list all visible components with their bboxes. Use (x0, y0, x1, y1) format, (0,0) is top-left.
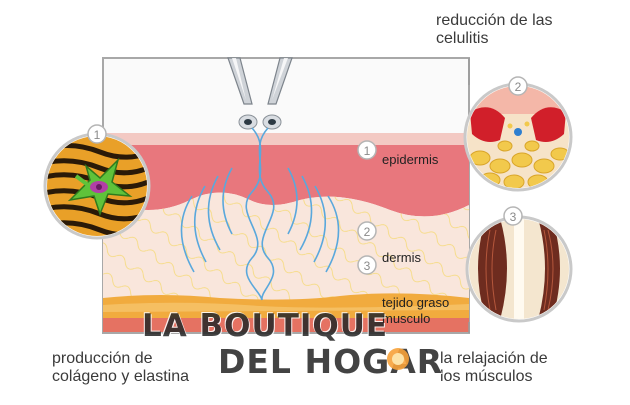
fat-layer-highlight (103, 302, 469, 312)
label-epidermis: epidermis (382, 152, 439, 167)
muscle-inset: 3 (465, 206, 573, 323)
label-muscle-relaxation-line2: los músculos (440, 368, 533, 385)
label-collagen-line2: colágeno y elastina (52, 368, 189, 385)
label-collagen: producción de colágeno y elastina (52, 350, 189, 386)
marker-3-right: 3 (510, 210, 517, 224)
rf-waves (180, 167, 340, 273)
marker-1-left: 1 (94, 128, 101, 142)
marker-3-dermis: 3 (364, 259, 371, 273)
label-fat-muscle: tejido graso musculo (382, 295, 449, 327)
watermark-line1: LA BOUTIQUE (142, 308, 389, 344)
epidermis-layer (103, 145, 469, 217)
label-fat: tejido graso (382, 295, 450, 310)
marker-1-epidermis: 1 (364, 144, 371, 158)
label-dermis: dermis (382, 250, 422, 265)
label-cellulite: reducción de las celulitis (436, 12, 553, 48)
probe-device (227, 57, 293, 130)
layer-markers: 1 2 3 (357, 140, 377, 275)
marker-2-dermis: 2 (364, 225, 371, 239)
rf-energy-helix (245, 127, 275, 301)
marker-2-right: 2 (515, 80, 522, 94)
label-muscle: musculo (382, 311, 431, 326)
cellulite-inset: 2 (463, 76, 573, 192)
label-collagen-line1: producción de (52, 350, 153, 367)
label-muscle-relaxation-line1: la relajación de (440, 350, 548, 367)
fat-layer (103, 293, 469, 318)
watermark-sun-icon (387, 348, 409, 370)
muscle-layer (103, 318, 469, 332)
label-muscle-relaxation: la relajación de los músculos (440, 350, 548, 386)
label-cellulite-line2: celulitis (436, 30, 489, 47)
label-cellulite-line1: reducción de las (436, 12, 553, 29)
